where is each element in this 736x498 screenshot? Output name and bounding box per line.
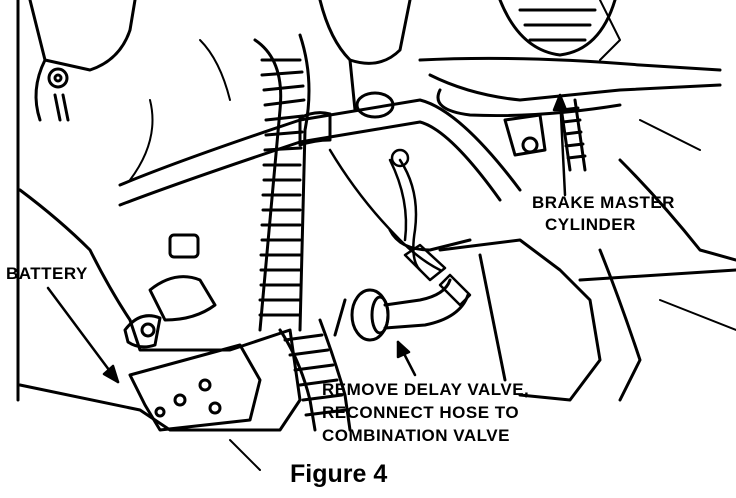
- battery-terminal: [123, 233, 217, 349]
- vacuum-hose: [118, 98, 522, 207]
- brake-line-fitting: [503, 113, 547, 157]
- delay-valve: [333, 278, 470, 342]
- bolt-icon: [47, 67, 69, 89]
- brake-master-cylinder: [418, 0, 722, 172]
- battery-vent-icon: [173, 393, 187, 407]
- brake-master-label-line2: CYLINDER: [545, 215, 636, 234]
- battery-vent-icon: [208, 401, 222, 415]
- brake-master-leader: [558, 93, 567, 197]
- wiring-to-valve: [328, 148, 472, 307]
- engine-component-top-center: [318, 0, 412, 119]
- battery-vent-icon: [198, 378, 212, 392]
- figure-caption: Figure 4: [290, 460, 388, 488]
- corrugated-hose-lower: [278, 318, 352, 432]
- corrugated-wire-harness: [253, 33, 311, 332]
- battery-label: BATTERY: [6, 264, 88, 283]
- arrowhead-icon: [552, 93, 568, 112]
- delay-valve-label-line3: COMBINATION VALVE: [322, 426, 510, 445]
- brake-master-label-line1: BRAKE MASTER: [532, 193, 675, 212]
- callout-leaders: [46, 93, 568, 384]
- delay-valve-label-line2: RECONNECT HOSE TO: [322, 403, 520, 422]
- delay-valve-label-line1: REMOVE DELAY VALVE,: [322, 380, 530, 399]
- arrowhead-icon: [102, 364, 120, 384]
- battery-leader: [46, 286, 120, 384]
- battery-vent-icon: [154, 406, 166, 418]
- detail-strokes: [129, 0, 736, 471]
- hose-clamp: [298, 111, 332, 147]
- battery: [18, 188, 302, 432]
- engine-component-top-left: [28, 0, 137, 122]
- arrowhead-icon: [396, 340, 411, 359]
